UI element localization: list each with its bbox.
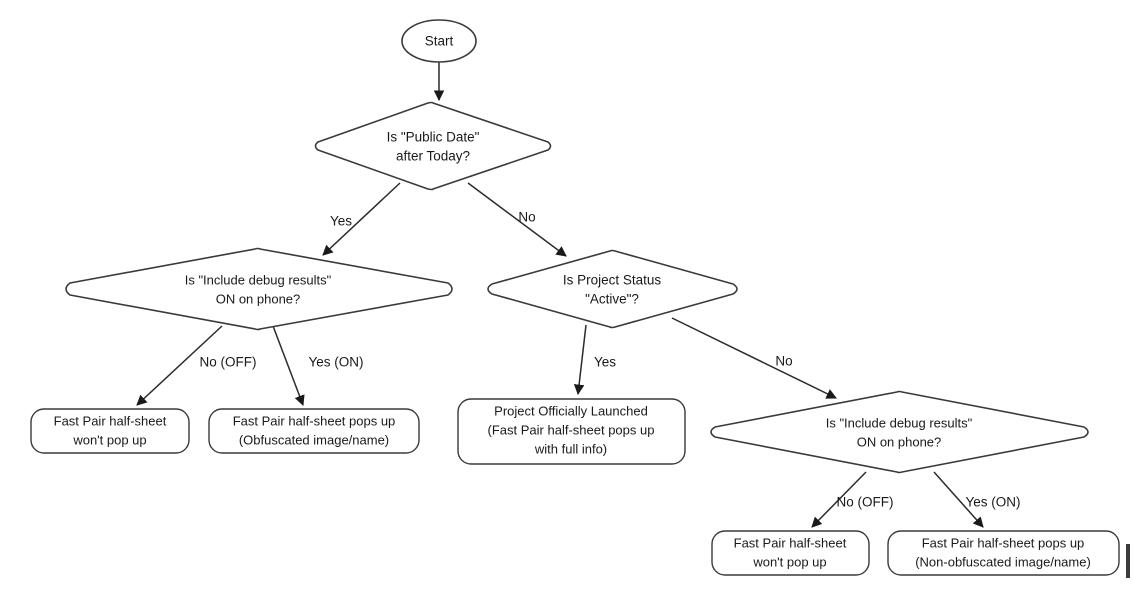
edge-debug-left-on [272,325,305,406]
edge-public-date-yes [322,182,401,256]
node-non-obfuscated-line2: (Non-obfuscated image/name) [915,554,1091,569]
node-no-popup-right[interactable]: Fast Pair half-sheet won't pop up [711,530,870,576]
edge-debug-right-off [811,471,867,528]
node-non-obfuscated[interactable]: Fast Pair half-sheet pops up (Non-obfusc… [887,530,1120,576]
node-obfuscated-line1: Fast Pair half-sheet pops up [233,413,396,428]
text-cursor-artifact [1126,544,1130,578]
node-debug-left-line2: ON on phone? [216,291,301,306]
edge-label-project-status-yes: Yes [594,355,616,370]
node-start-label: Start [425,34,454,49]
edge-project-status-yes [573,324,587,396]
node-debug-right[interactable]: Is "Include debug results" ON on phone? [710,390,1089,474]
node-no-popup-right-line2: won't pop up [752,554,826,569]
node-debug-left-line1: Is "Include debug results" [185,272,332,287]
node-obfuscated-line2: (Obfuscated image/name) [239,432,389,447]
edge-label-debug-left-on: Yes (ON) [308,355,363,370]
node-project-status-line2: "Active"? [585,292,639,307]
nodes-layer: Start Is "Public Date" after Today? Is "… [30,19,1120,576]
node-launched[interactable]: Project Officially Launched (Fast Pair h… [457,398,686,465]
node-public-date-line2: after Today? [396,149,470,164]
node-launched-line3: with full info) [534,441,607,456]
node-project-status-line1: Is Project Status [563,273,662,288]
node-public-date-line1: Is "Public Date" [387,130,480,145]
edge-label-debug-left-off: No (OFF) [200,355,257,370]
node-public-date[interactable]: Is "Public Date" after Today? [314,101,552,191]
edge-label-project-status-no: No [775,354,792,369]
node-launched-line1: Project Officially Launched [494,403,648,418]
node-start[interactable]: Start [401,19,477,63]
node-no-popup-left-line2: won't pop up [72,432,146,447]
node-no-popup-left[interactable]: Fast Pair half-sheet won't pop up [30,408,190,454]
node-no-popup-left-line1: Fast Pair half-sheet [54,413,167,428]
edge-label-public-date-no: No [518,210,535,225]
edge-public-date-no [467,182,567,257]
edge-debug-right-on [933,471,984,528]
node-debug-left[interactable]: Is "Include debug results" ON on phone? [65,247,453,331]
edge-debug-left-off [136,325,223,406]
node-non-obfuscated-line1: Fast Pair half-sheet pops up [922,535,1085,550]
node-no-popup-right-line1: Fast Pair half-sheet [734,535,847,550]
edge-label-debug-right-off: No (OFF) [837,495,894,510]
node-debug-right-line2: ON on phone? [857,434,942,449]
edge-label-debug-right-on: Yes (ON) [965,495,1020,510]
edge-label-public-date-yes: Yes [330,214,352,229]
edge-project-status-no [671,317,837,399]
edges-layer: Yes No No (OFF) Yes (ON) Yes No No (OFF)… [136,62,1021,528]
node-project-status[interactable]: Is Project Status "Active"? [487,249,738,329]
node-obfuscated[interactable]: Fast Pair half-sheet pops up (Obfuscated… [208,408,420,454]
node-debug-right-line1: Is "Include debug results" [826,415,973,430]
node-launched-line2: (Fast Pair half-sheet pops up [488,422,655,437]
